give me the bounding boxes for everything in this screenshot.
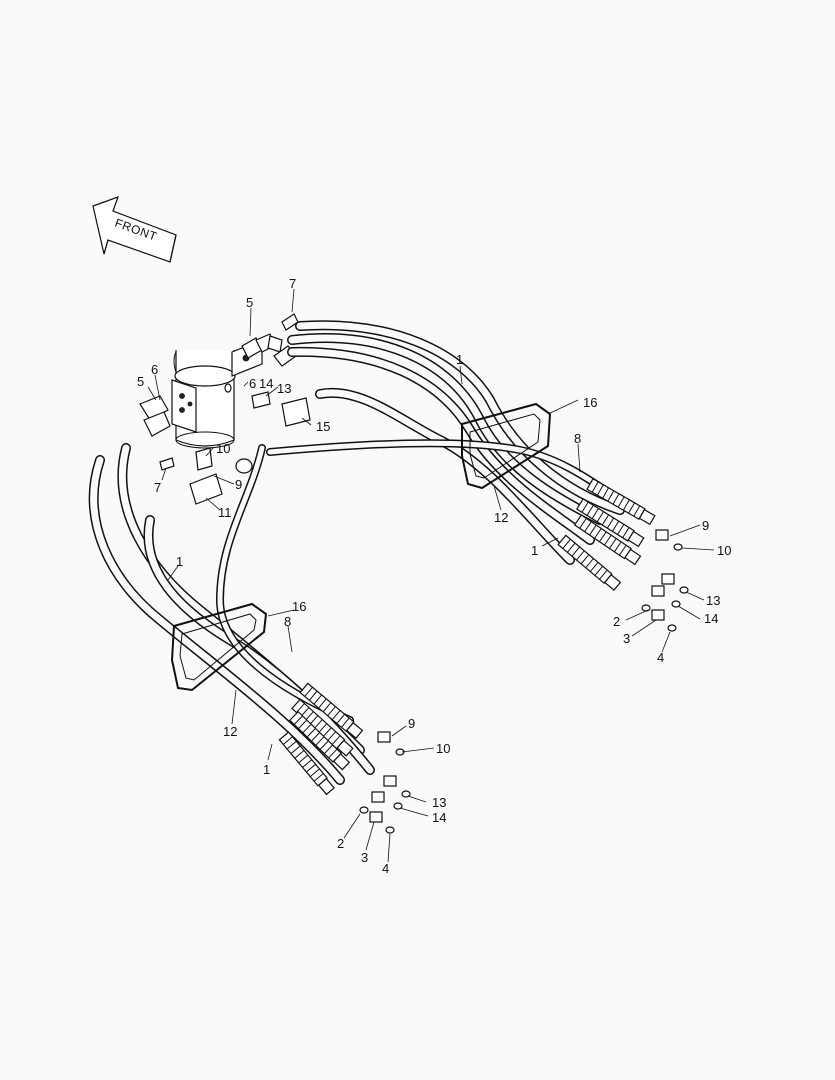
callout-1: 1: [531, 543, 538, 558]
callout-4: 4: [382, 861, 389, 876]
callout-14: 14: [704, 611, 718, 626]
callout-2: 2: [337, 836, 344, 851]
hose-bundle-left: [88, 443, 375, 785]
callouts: 7 5 1 5 6 6 14 13 15 10 9 7 11 16 8 12 1…: [137, 276, 731, 876]
hose-bundle-right: [266, 320, 625, 565]
callout-10: 10: [216, 441, 230, 456]
callout-13: 13: [706, 593, 720, 608]
callout-1: 1: [456, 352, 463, 367]
leader-lines: [147, 288, 715, 863]
left-hose-ends: [278, 682, 411, 834]
callout-11: 11: [218, 505, 232, 520]
housing-fittings: [139, 313, 311, 505]
callout-6: 6: [249, 376, 256, 391]
callout-14: 14: [259, 376, 273, 391]
right-hose-clamp: [461, 402, 552, 490]
callout-16: 16: [292, 599, 306, 614]
callout-15: 15: [316, 419, 330, 434]
callout-8: 8: [284, 614, 291, 629]
callout-1: 1: [263, 762, 270, 777]
callout-13: 13: [432, 795, 446, 810]
callout-9: 9: [702, 518, 709, 533]
callout-10: 10: [436, 741, 450, 756]
left-hose-clamp: [170, 602, 268, 692]
swivel-housing: [171, 339, 263, 449]
callout-12: 12: [223, 724, 237, 739]
callout-5: 5: [246, 295, 253, 310]
callout-12: 12: [494, 510, 508, 525]
callout-8: 8: [574, 431, 581, 446]
callout-3: 3: [623, 631, 630, 646]
callout-7: 7: [289, 276, 296, 291]
callout-2: 2: [613, 614, 620, 629]
callout-9: 9: [235, 477, 242, 492]
callout-7: 7: [154, 480, 161, 495]
callout-10: 10: [717, 543, 731, 558]
callout-5: 5: [137, 374, 144, 389]
callout-4: 4: [657, 650, 664, 665]
right-hose-ends: [557, 477, 689, 632]
callout-6: 6: [151, 362, 158, 377]
callout-14: 14: [432, 810, 446, 825]
callout-1: 1: [176, 554, 183, 569]
callout-13: 13: [277, 381, 291, 396]
callout-16: 16: [583, 395, 597, 410]
callout-3: 3: [361, 850, 368, 865]
front-arrow-icon: FRONT: [92, 196, 177, 263]
callout-9: 9: [408, 716, 415, 731]
